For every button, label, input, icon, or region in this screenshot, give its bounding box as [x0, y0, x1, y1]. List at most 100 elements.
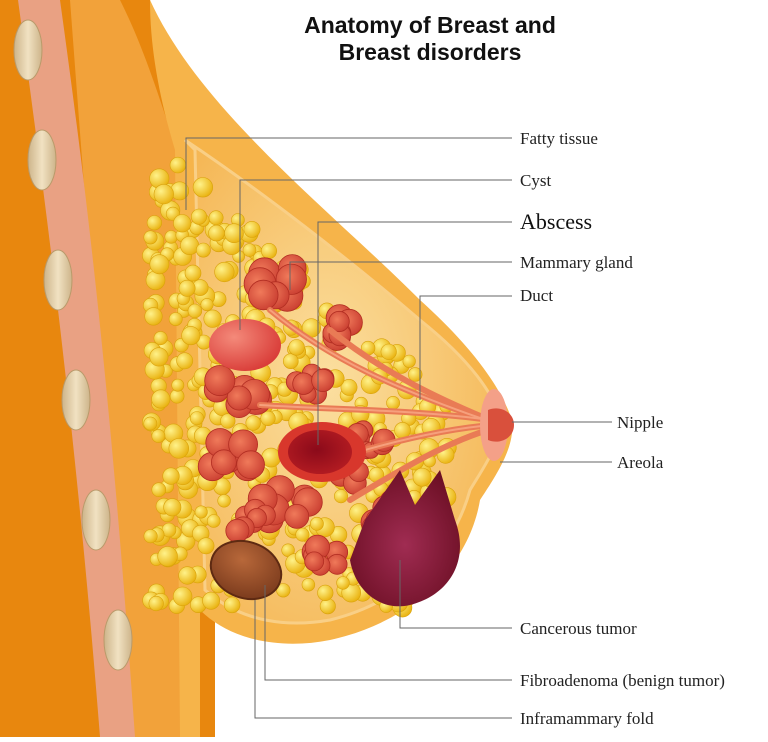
fat-globule	[276, 583, 291, 598]
fat-globule	[319, 598, 336, 615]
cyst	[209, 319, 281, 371]
fat-globule	[184, 264, 202, 282]
label-mammary-gland: Mammary gland	[520, 253, 633, 272]
fat-globule	[143, 416, 158, 431]
rib-bone	[61, 369, 91, 431]
fibroadenoma	[209, 539, 283, 601]
fat-globule	[220, 413, 236, 429]
fat-globule	[157, 546, 178, 567]
fat-globule	[181, 326, 201, 346]
fat-globule	[173, 214, 192, 233]
rib-bone	[13, 19, 43, 81]
fat-globule	[224, 223, 244, 243]
fat-globule	[178, 279, 196, 297]
fat-globule	[288, 339, 305, 356]
fat-globule	[260, 243, 277, 260]
label-cancerous-tumor: Cancerous tumor	[520, 619, 637, 638]
gland-lobe	[301, 534, 349, 576]
fat-globule	[187, 303, 203, 319]
label-abscess: Abscess	[520, 209, 592, 234]
fat-globule	[176, 352, 194, 370]
fat-globule	[191, 208, 208, 225]
fat-globule	[223, 596, 241, 614]
rib-bone	[81, 489, 111, 551]
fat-globule	[148, 595, 164, 612]
fat-globule	[163, 498, 182, 517]
fat-globule	[295, 527, 310, 542]
fat-globule	[151, 429, 166, 443]
fat-globule	[162, 467, 180, 485]
fat-globule	[164, 230, 178, 244]
rib-bone	[27, 129, 57, 191]
fat-globule	[192, 177, 213, 198]
fat-globule	[153, 184, 174, 205]
fat-globule	[340, 378, 358, 396]
fat-globule	[197, 537, 215, 555]
label-inframammary-fold: Inframammary fold	[520, 709, 654, 728]
title-line-1: Anatomy of Breast and	[304, 12, 556, 38]
gland-lobe	[243, 254, 307, 312]
fat-globule	[168, 438, 190, 459]
fat-globule	[171, 378, 185, 392]
fat-globule	[243, 220, 261, 238]
fat-globule	[169, 156, 187, 174]
fat-globule	[208, 210, 224, 226]
fat-globule	[309, 516, 324, 531]
fat-globule	[202, 591, 221, 610]
fat-globule	[195, 242, 211, 258]
fat-globule	[168, 312, 183, 326]
fat-globule	[386, 395, 400, 410]
cancerous-tumor	[350, 470, 460, 607]
fat-globule	[203, 309, 222, 328]
abscess	[288, 430, 352, 474]
fat-globule	[245, 415, 261, 431]
fat-globule	[151, 482, 167, 498]
fat-globule	[149, 254, 170, 275]
fat-globule	[260, 410, 276, 427]
ribs	[13, 19, 133, 671]
title-line-2: Breast disorders	[338, 39, 522, 65]
fat-globule	[301, 577, 316, 592]
fat-globule	[317, 584, 334, 602]
fat-globule	[178, 566, 197, 585]
fat-globule	[206, 514, 221, 528]
fat-globule	[143, 230, 158, 245]
fat-globule	[153, 331, 168, 346]
label-fibroadenoma: Fibroadenoma (benign tumor)	[520, 671, 725, 690]
fat-globule	[200, 298, 214, 312]
fat-globule	[149, 347, 169, 367]
fat-globule	[172, 586, 193, 607]
label-duct: Duct	[520, 286, 553, 305]
fat-globule	[214, 261, 235, 283]
label-nipple: Nipple	[617, 413, 663, 432]
rib-bone	[43, 249, 73, 311]
fat-globule	[144, 307, 163, 326]
fat-globule	[143, 529, 158, 544]
gland-lobe	[197, 428, 265, 482]
leader-lines	[185, 137, 612, 719]
fat-globule	[380, 343, 397, 360]
fat-globule	[282, 353, 299, 370]
fat-globule	[151, 389, 171, 409]
fat-globule	[408, 367, 423, 382]
label-cyst: Cyst	[520, 171, 551, 190]
gland-lobe	[285, 363, 335, 405]
label-fatty-tissue: Fatty tissue	[520, 129, 598, 148]
gland-lobe	[225, 498, 276, 543]
fat-globule	[412, 467, 432, 487]
fat-globule	[402, 354, 416, 368]
fat-globule	[333, 489, 348, 504]
label-areola: Areola	[617, 453, 664, 472]
fat-globule	[242, 243, 257, 257]
fat-globule	[146, 215, 162, 231]
fat-globule	[336, 576, 350, 590]
fat-globule	[180, 236, 200, 256]
rib-bone	[103, 609, 133, 671]
nipple	[488, 408, 514, 442]
fat-globule	[217, 494, 231, 508]
fat-globule	[189, 411, 204, 426]
fat-globule	[208, 224, 225, 242]
fat-globule	[194, 505, 208, 519]
